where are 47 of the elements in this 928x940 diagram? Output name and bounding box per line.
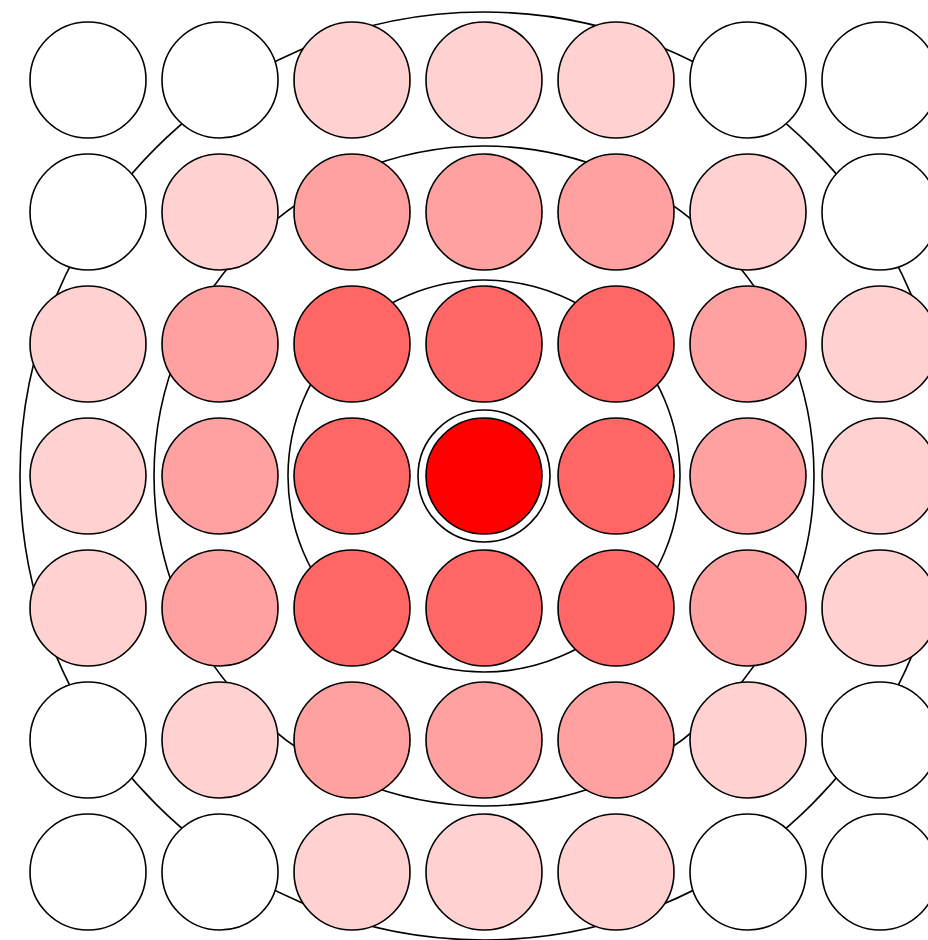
circle <box>29 153 147 271</box>
circle <box>689 21 807 139</box>
circle <box>557 549 675 667</box>
circle <box>557 21 675 139</box>
circle <box>161 153 279 271</box>
circle <box>161 681 279 799</box>
circle <box>821 549 928 667</box>
circle <box>29 549 147 667</box>
circle <box>689 549 807 667</box>
circle <box>557 285 675 403</box>
circle <box>29 813 147 931</box>
circle <box>417 409 551 543</box>
circle <box>293 285 411 403</box>
circle <box>821 285 928 403</box>
circle <box>689 417 807 535</box>
circle <box>29 21 147 139</box>
circle <box>557 417 675 535</box>
circle <box>293 21 411 139</box>
circle <box>557 681 675 799</box>
circle <box>425 285 543 403</box>
circle <box>293 549 411 667</box>
circle <box>29 681 147 799</box>
circle <box>425 21 543 139</box>
circle <box>689 285 807 403</box>
circle <box>293 813 411 931</box>
circle <box>293 417 411 535</box>
circle <box>161 285 279 403</box>
circle <box>161 549 279 667</box>
circle <box>821 681 928 799</box>
circle <box>689 813 807 931</box>
circle <box>161 21 279 139</box>
circle <box>425 681 543 799</box>
circle <box>689 681 807 799</box>
circle <box>557 153 675 271</box>
circle <box>821 153 928 271</box>
circle <box>425 153 543 271</box>
circle <box>29 285 147 403</box>
circle <box>425 549 543 667</box>
circle <box>689 153 807 271</box>
circle <box>425 813 543 931</box>
circle <box>293 681 411 799</box>
circle <box>29 417 147 535</box>
circle <box>293 153 411 271</box>
circle <box>161 813 279 931</box>
circle <box>557 813 675 931</box>
circle <box>821 417 928 535</box>
circle <box>161 417 279 535</box>
